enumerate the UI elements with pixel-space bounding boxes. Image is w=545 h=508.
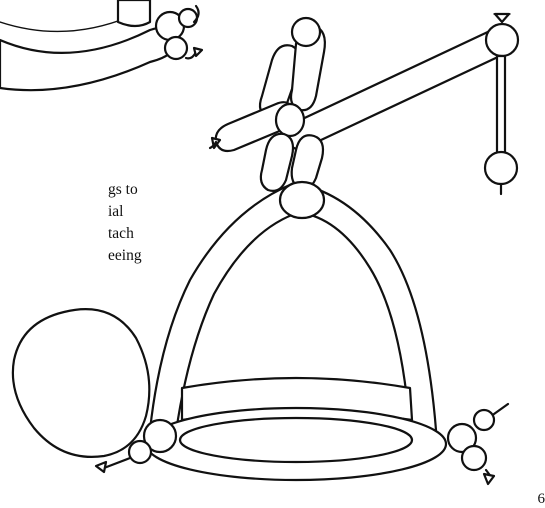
hook-ball	[485, 152, 517, 184]
small-bubble-3	[179, 9, 197, 27]
upper-knot-bubble	[292, 18, 320, 46]
boom-tip-knot	[495, 14, 509, 22]
nozzle-right-1	[494, 404, 508, 414]
knot-arrow-left	[96, 462, 106, 472]
small-bubble-2	[165, 37, 187, 59]
joint-cluster	[210, 18, 325, 191]
lower-stub-left	[261, 134, 293, 191]
crane-hook	[485, 56, 517, 194]
hook-cable	[497, 56, 505, 156]
ring-bulge-left	[118, 0, 150, 26]
joint-bubble-center	[276, 104, 304, 136]
base-bubble-right-3	[474, 410, 494, 430]
arch-top-bubble	[280, 182, 324, 218]
knot-arrow-top-left	[194, 48, 202, 56]
boom-tip-bubble	[486, 24, 518, 56]
nozzle-left	[104, 458, 130, 468]
base-bubble-right-2	[462, 446, 486, 470]
partial-ring-top-left	[0, 0, 202, 90]
round-balloon-body	[13, 309, 149, 457]
ring-arc-outer	[0, 27, 178, 90]
round-balloon	[13, 309, 149, 457]
knot-arrow-right	[484, 474, 494, 484]
outer-ring-hole	[180, 418, 412, 462]
base-bubble-left-2	[129, 441, 151, 463]
